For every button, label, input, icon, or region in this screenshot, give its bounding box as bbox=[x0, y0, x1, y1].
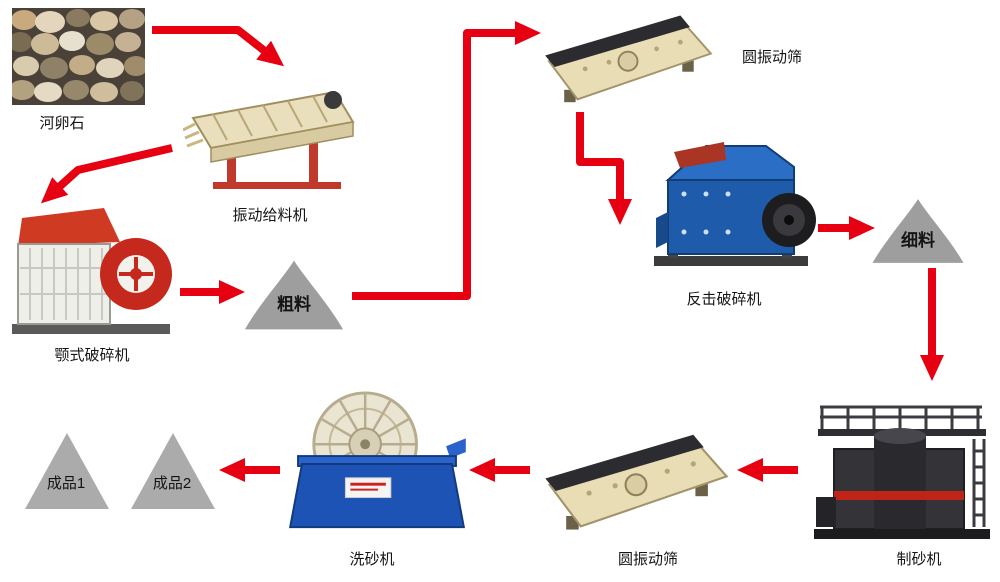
feeder-label: 振动给料机 bbox=[232, 207, 308, 224]
river-pebbles-image bbox=[12, 8, 145, 105]
node-feeder bbox=[183, 78, 363, 196]
product-1-triangle bbox=[25, 433, 109, 509]
arrow-feeder-to-jaw-crusher bbox=[40, 144, 173, 204]
sand-maker-label: 制砂机 bbox=[896, 551, 942, 568]
node-pebbles bbox=[12, 8, 145, 105]
arrow-pebbles-to-feeder bbox=[152, 26, 285, 67]
screen-bottom-label: 圆振动筛 bbox=[617, 551, 679, 568]
sand-washer-label: 洗砂机 bbox=[349, 551, 395, 568]
node-product-1 bbox=[22, 430, 112, 512]
node-fine-material bbox=[868, 196, 968, 266]
node-sand-maker bbox=[808, 393, 994, 545]
sand-maker-image bbox=[814, 405, 990, 539]
fine-material-mound bbox=[872, 199, 964, 263]
coarse-material-mound bbox=[244, 260, 344, 330]
impact-crusher-image bbox=[654, 142, 816, 266]
arrow-screen-top-to-impact bbox=[576, 112, 632, 225]
jaw-crusher-label: 颚式破碎机 bbox=[54, 347, 130, 364]
product-2-label: 成品2 bbox=[152, 475, 192, 492]
screen-top-label: 圆振动筛 bbox=[741, 49, 803, 66]
node-sand-washer bbox=[288, 387, 466, 537]
product-2-triangle bbox=[131, 433, 215, 509]
coarse-material-label: 粗料 bbox=[277, 295, 311, 314]
product-1-label: 成品1 bbox=[46, 475, 86, 492]
arrow-coarse-to-screen-top bbox=[352, 21, 541, 300]
sand-washer-image bbox=[288, 391, 466, 529]
node-coarse-material bbox=[240, 258, 348, 332]
node-impact-crusher bbox=[646, 122, 816, 282]
impact-crusher-label: 反击破碎机 bbox=[686, 291, 762, 308]
node-product-2 bbox=[128, 430, 218, 512]
node-screen-top bbox=[537, 6, 719, 106]
node-screen-bottom bbox=[537, 423, 735, 535]
vibrating-feeder-image bbox=[183, 90, 355, 189]
circular-vibrating-screen-bottom-image bbox=[545, 434, 729, 530]
jaw-crusher-image bbox=[12, 208, 172, 334]
circular-vibrating-screen-top-image bbox=[545, 15, 713, 103]
pebbles-label: 河卵石 bbox=[39, 115, 85, 132]
fine-material-label: 细料 bbox=[901, 231, 935, 250]
node-jaw-crusher bbox=[8, 196, 176, 341]
